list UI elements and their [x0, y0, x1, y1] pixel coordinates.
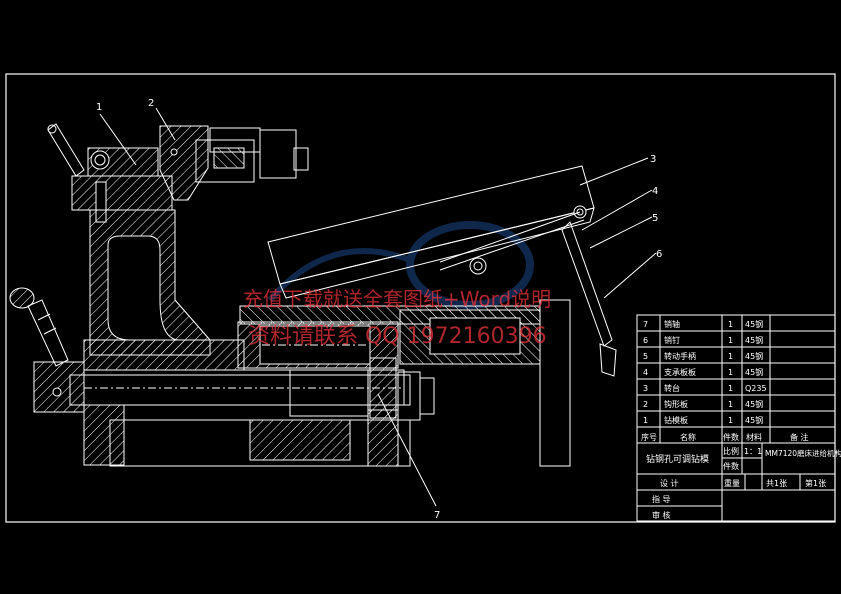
part-3-rotary-table: [267, 165, 617, 377]
hdr-note: 备 注: [790, 432, 809, 442]
sheet-number: 第1张: [805, 478, 826, 488]
parts-cell-no: 2: [643, 400, 648, 409]
weight-label: 重量: [724, 478, 740, 488]
scale-label: 比例: [723, 446, 739, 456]
parts-cell-material: 45钢: [745, 399, 763, 409]
part-1-drill-plate: [71, 147, 173, 223]
parts-cell-name: 支承板板: [664, 367, 696, 377]
scale-value: 1：1: [744, 447, 762, 456]
balloon-4: 4: [652, 186, 658, 197]
main-body: [69, 209, 411, 467]
parts-cell-no: 4: [643, 368, 648, 377]
parts-cell-no: 1: [643, 416, 648, 425]
parts-cell-material: Q235: [745, 384, 767, 393]
watermark-line-2: 资料请联系 QQ 1972160396: [248, 324, 547, 349]
watermark-line-1: 充值下载就送全套图纸+Word说明: [243, 287, 552, 311]
hdr-qty: 件数: [723, 432, 739, 442]
left-knob-handle: [9, 287, 85, 413]
parts-cell-name: 销钉: [664, 335, 680, 345]
parts-cell-qty: 1: [728, 320, 733, 329]
parts-cell-qty: 1: [728, 416, 733, 425]
drawing-title: 钻钢孔可调钻模: [646, 453, 709, 465]
parts-cell-material: 45钢: [745, 367, 763, 377]
balloon-5: 5: [652, 213, 658, 224]
parts-cell-material: 45钢: [745, 335, 763, 345]
hdr-no: 序号: [641, 432, 657, 442]
parts-cell-qty: 1: [728, 368, 733, 377]
leader-lines: [99, 107, 657, 507]
parts-cell-qty: 1: [728, 400, 733, 409]
qty-label: 件数: [723, 461, 739, 471]
parts-cell-no: 6: [643, 336, 648, 345]
design-label: 设 计: [660, 478, 679, 488]
hdr-material: 材料: [746, 432, 762, 442]
review-label: 审 核: [652, 510, 671, 520]
left-lever-handle: [47, 123, 85, 177]
parts-cell-no: 5: [643, 352, 648, 361]
parts-cell-qty: 1: [728, 336, 733, 345]
balloon-7: 7: [434, 510, 440, 521]
parts-cell-material: 45钢: [745, 351, 763, 361]
drawn-label: 指 导: [652, 494, 671, 504]
parts-cell-material: 45钢: [745, 415, 763, 425]
center-shaft-assembly: [237, 299, 571, 467]
parts-cell-no: 3: [643, 384, 648, 393]
balloon-6: 6: [656, 249, 662, 260]
balloon-3: 3: [650, 154, 656, 165]
machine-name-text: MM7120磨床进给机构: [765, 448, 841, 458]
parts-cell-name: 转台: [664, 383, 680, 393]
parts-cell-no: 7: [643, 320, 648, 329]
parts-cell-name: 销轴: [664, 319, 680, 329]
hdr-name: 名称: [680, 432, 696, 442]
machine-name: MM7120磨床进给机构: [765, 448, 841, 458]
parts-cell-name: 钩形板: [664, 399, 688, 409]
watermark-logo: [267, 221, 534, 309]
title-block: [636, 442, 836, 522]
parts-cell-material: 45钢: [745, 319, 763, 329]
balloon-1: 1: [96, 102, 102, 113]
balloon-2: 2: [148, 98, 154, 109]
parts-cell-qty: 1: [728, 384, 733, 393]
part-2-hook-plate: [159, 125, 309, 201]
parts-cell-qty: 1: [728, 352, 733, 361]
parts-cell-name: 转动手柄: [664, 351, 696, 361]
parts-cell-name: 钻模板: [664, 415, 688, 425]
parts-list-table: [636, 314, 836, 444]
total-sheets: 共1张: [766, 479, 787, 488]
